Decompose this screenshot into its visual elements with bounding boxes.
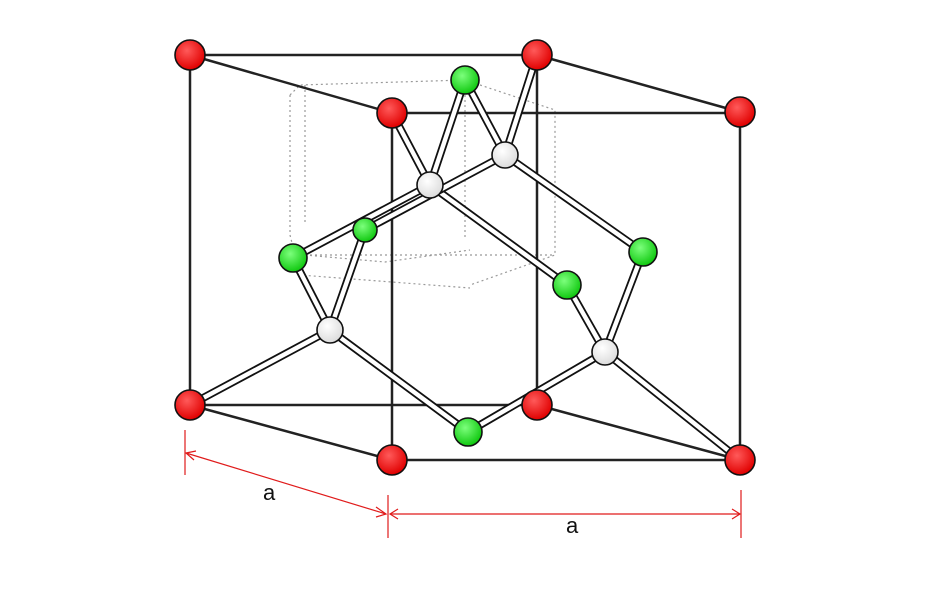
corner-atom-front-bottom-left: [376, 444, 408, 476]
bond-fill-2: [327, 227, 368, 333]
bond-fill-3: [187, 327, 333, 408]
depth-dimension: a: [184, 430, 389, 538]
bond-fill-13: [602, 249, 646, 355]
bond-fill-9: [502, 52, 540, 158]
corner-atom-back-top-left: [174, 39, 206, 71]
width-dimension-label: a: [566, 513, 579, 538]
bond-fill-11: [502, 152, 646, 255]
bond-fill-15: [602, 349, 743, 463]
green-atom-hidden: [352, 217, 378, 243]
corner-atom-back-top-right: [521, 39, 553, 71]
green-atom-right: [628, 237, 658, 267]
green-atom-top: [450, 65, 480, 95]
green-atom-center: [552, 270, 582, 300]
green-atom-bottom: [453, 417, 483, 447]
unit-cell-depth-edges: [189, 53, 741, 462]
green-atom-left: [278, 243, 308, 273]
corner-atom-front-top-left: [376, 97, 408, 129]
corner-atom-front-bottom-right: [724, 444, 756, 476]
white-atom-upper-right: [491, 141, 519, 169]
bond-network: [186, 51, 744, 464]
bond-fill-6: [427, 77, 468, 188]
bond-fill-7: [427, 182, 570, 288]
width-dimension: a: [388, 490, 742, 538]
atoms: [174, 39, 756, 476]
corner-atom-back-bottom-right: [521, 389, 553, 421]
bond-fill-4: [327, 327, 471, 435]
white-atom-upper-left: [416, 171, 444, 199]
corner-atom-back-bottom-left: [174, 389, 206, 421]
corner-atom-front-top-right: [724, 96, 756, 128]
white-atom-lower-left: [316, 316, 344, 344]
white-atom-lower-right: [591, 338, 619, 366]
depth-dimension-label: a: [263, 480, 276, 505]
